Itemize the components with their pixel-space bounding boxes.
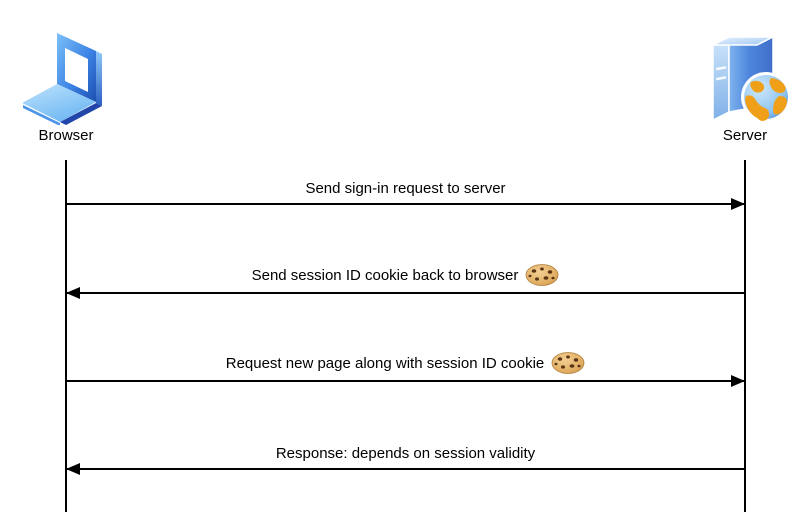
message-4-text: Response: depends on session validity: [275, 445, 536, 462]
message-1-text: Send sign-in request to server: [305, 180, 506, 197]
actor-browser: Browser: [0, 20, 136, 146]
message-4-line: [66, 468, 745, 470]
arrowhead-right-icon: [731, 375, 745, 387]
actor-server: Server: [675, 20, 800, 146]
message-2-label: Send session ID cookie back to browser: [66, 263, 745, 287]
lifeline-server: [744, 160, 746, 512]
arrowhead-right-icon: [731, 198, 745, 210]
server-globe-icon: [712, 35, 791, 122]
message-3-text: Request new page along with session ID c…: [225, 354, 545, 372]
message-2-line: [66, 292, 745, 294]
cookie-icon: [526, 264, 559, 286]
lifeline-browser: [65, 160, 67, 512]
message-2-text: Send session ID cookie back to browser: [251, 266, 519, 284]
message-1-line: [66, 203, 745, 205]
message-4-label: Response: depends on session validity: [66, 444, 745, 463]
cookie-icon: [551, 352, 585, 374]
laptop-icon: [22, 30, 102, 125]
arrowhead-left-icon: [66, 287, 80, 299]
message-4: Response: depends on session validity: [66, 445, 745, 475]
message-1: Send sign-in request to server: [66, 180, 745, 210]
message-3-line: [66, 380, 745, 382]
message-3: Request new page along with session ID c…: [66, 352, 745, 387]
message-2: Send session ID cookie back to browser: [66, 264, 745, 299]
actor-browser-label: Browser: [38, 127, 94, 144]
message-1-label: Send sign-in request to server: [66, 179, 745, 198]
arrowhead-left-icon: [66, 463, 80, 475]
message-3-label: Request new page along with session ID c…: [66, 351, 745, 375]
actor-server-label: Server: [722, 127, 768, 144]
